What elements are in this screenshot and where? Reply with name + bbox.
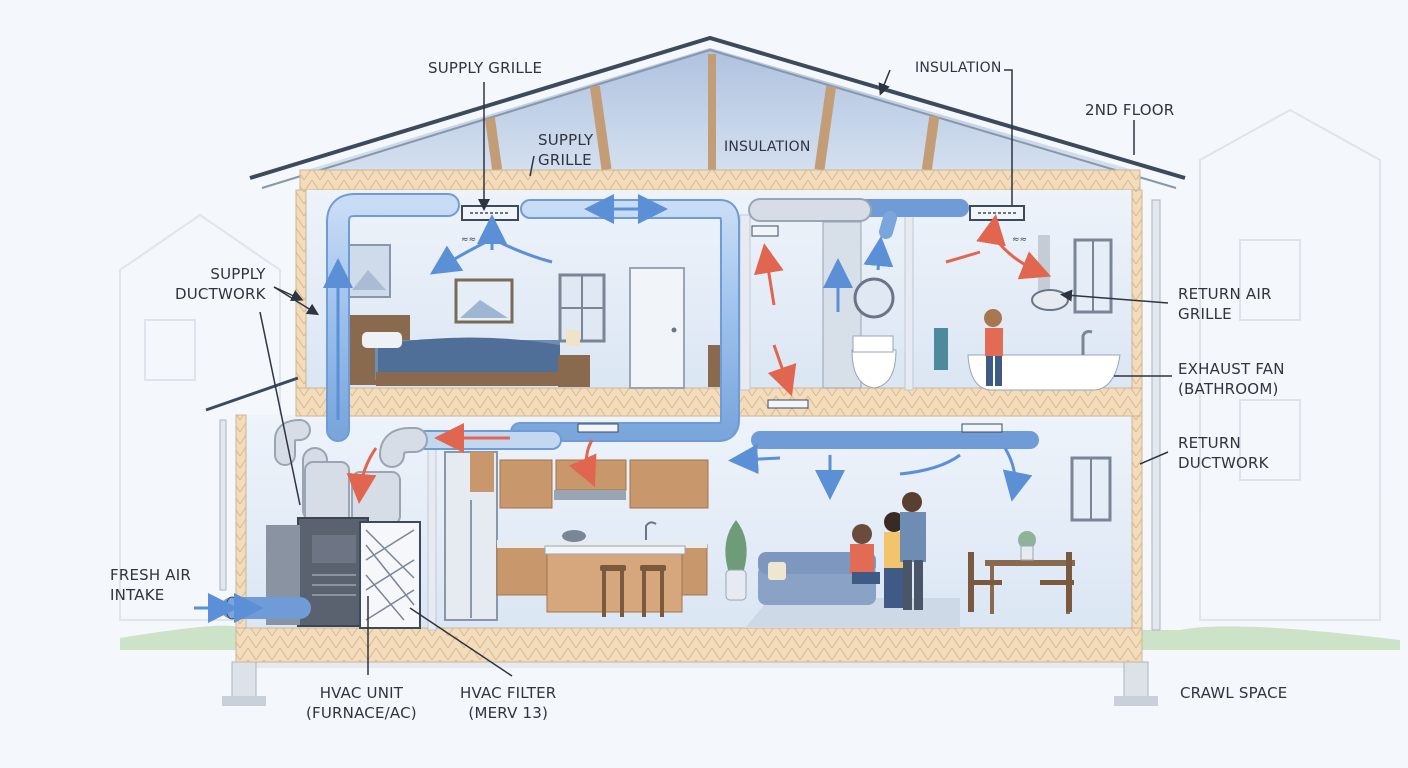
return-ductwork-label: RETURN DUCTWORK (1178, 433, 1269, 473)
supply-ductwork-line-1: SUPPLY (210, 265, 266, 283)
supply-ductwork-line-2: DUCTWORK (175, 285, 266, 303)
hvac-unit-line-1: HVAC UNIT (319, 684, 404, 702)
grille-tags: ≈≈ ≈≈ (461, 235, 1027, 245)
insulation-attic-label: INSULATION (724, 139, 811, 155)
second-floor-label: 2ND FLOOR (1085, 101, 1175, 119)
attic (249, 35, 1186, 191)
return-air-grille-line-2: GRILLE (1178, 305, 1232, 323)
supply-grille-top-label: SUPPLY GRILLE (428, 59, 543, 77)
supply-grille-attic-line-2: GRILLE (538, 151, 592, 169)
bedroom (347, 244, 728, 389)
hvac-filter-line-1: HVAC FILTER (460, 684, 557, 702)
supply-ductwork-label: SUPPLY DUCTWORK (175, 264, 266, 304)
supply-ductwork (326, 193, 1039, 450)
svg-text:≈≈: ≈≈ (461, 235, 476, 245)
fresh-air-intake-line-1: FRESH AIR (110, 566, 192, 584)
return-ductwork-line-2: DUCTWORK (1178, 454, 1269, 472)
return-ductwork-line-1: RETURN (1178, 434, 1241, 452)
return-air-grille-line-1: RETURN AIR (1178, 285, 1272, 303)
airflow-arrows (212, 194, 1052, 623)
exhaust-fan-line-2: (BATHROOM) (1178, 380, 1279, 398)
fresh-air-intake-line-2: INTAKE (110, 586, 165, 604)
exhaust-fan-label: EXHAUST FAN (BATHROOM) (1178, 359, 1285, 399)
kitchen (444, 451, 747, 621)
exhaust-fan-line-1: EXHAUST FAN (1178, 360, 1285, 378)
crawl-space-label: CRAWL SPACE (1180, 684, 1288, 702)
hvac-unit-line-2: (FURNACE/AC) (306, 704, 417, 722)
hvac-unit-label: HVAC UNIT (FURNACE/AC) (306, 683, 417, 723)
bathroom (822, 221, 1121, 391)
supply-grille-attic-label: SUPPLY GRILLE (538, 130, 593, 170)
insulation-roof-label: INSULATION (915, 60, 1002, 76)
hvac-filter-line-2: (MERV 13) (468, 704, 549, 722)
leader-lines (194, 69, 1172, 677)
hvac-filter-label: HVAC FILTER (MERV 13) (460, 683, 556, 723)
living-room (745, 456, 1112, 628)
svg-text:≈≈: ≈≈ (1012, 235, 1027, 245)
supply-grille-attic-line-1: SUPPLY (538, 131, 594, 149)
return-air-grille-label: RETURN AIR GRILLE (1178, 284, 1272, 324)
fresh-air-intake-label: FRESH AIR INTAKE (110, 565, 191, 605)
